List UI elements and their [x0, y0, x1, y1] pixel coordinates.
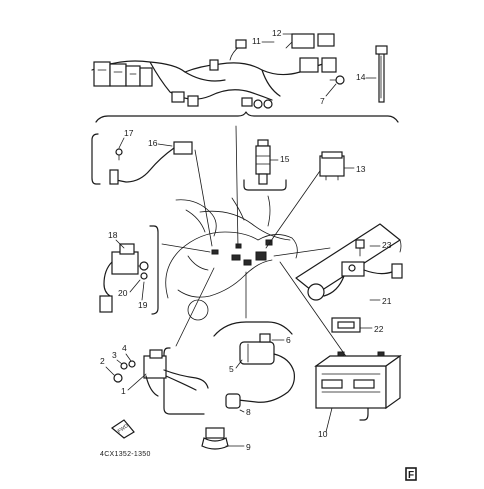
callout-12: 12 [272, 28, 282, 38]
clip-icon [329, 75, 345, 85]
drawing-code: 4CX1352-1350 [100, 451, 151, 458]
callout-23: 23 [382, 240, 392, 250]
callout-11: 11 [252, 36, 261, 46]
callout-3: 3 [112, 350, 117, 360]
top-bracket [95, 111, 399, 123]
callout-13: 13 [356, 164, 366, 174]
sensor-unit-icon [99, 225, 159, 315]
corner-mark: F [405, 467, 417, 481]
band-icon [375, 45, 388, 103]
callout-22: 22 [374, 324, 384, 334]
callout-10: 10 [318, 429, 328, 439]
callout-14: 14 [356, 72, 366, 82]
callout-19: 19 [138, 300, 148, 310]
callout-9: 9 [246, 442, 251, 452]
callout-8: 8 [246, 407, 251, 417]
callout-2: 2 [100, 356, 105, 366]
callout-17: 17 [124, 128, 134, 138]
wire-harness-icon [91, 33, 337, 109]
spark-plug-cap-icon [201, 321, 295, 450]
forward-arrow-icon: FWD [110, 419, 135, 439]
callout-6: 6 [286, 335, 291, 345]
callout-7: 7 [320, 96, 325, 106]
battery-icon [314, 351, 402, 421]
fuel-sender-icon [295, 223, 403, 333]
flasher-relay-icon [91, 133, 193, 185]
callout-4: 4 [122, 343, 127, 353]
callout-labels: 11 12 7 14 17 16 15 13 18 23 20 19 21 22… [100, 28, 392, 452]
callout-16: 16 [148, 138, 158, 148]
relay-icon [319, 151, 345, 181]
svg-text:FWD: FWD [117, 423, 130, 435]
callout-20: 20 [118, 288, 128, 298]
ignition-coil-icon [113, 347, 209, 415]
callout-18: 18 [108, 230, 118, 240]
corner-mark-text: F [408, 470, 414, 481]
callout-15: 15 [280, 154, 290, 164]
leader-lines [161, 125, 351, 363]
callout-1: 1 [121, 386, 126, 396]
scooter-frame-icon [165, 199, 298, 321]
callout-5: 5 [229, 364, 234, 374]
callout-21: 21 [382, 296, 392, 306]
switch-icon [243, 139, 287, 191]
